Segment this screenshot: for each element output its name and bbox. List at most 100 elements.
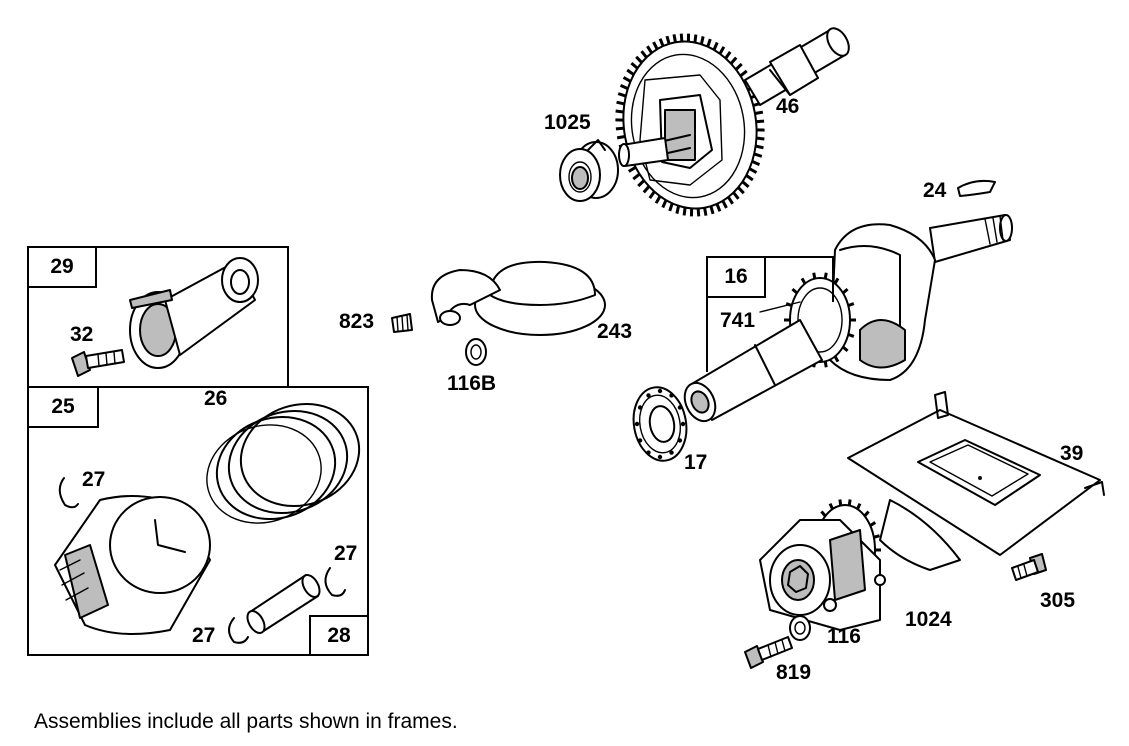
gear-tooth xyxy=(675,205,681,214)
frame-number-25: 25 xyxy=(51,395,75,418)
bearing-ball xyxy=(677,438,683,443)
gear-tooth xyxy=(873,534,880,539)
crankshaft-drawing xyxy=(683,214,1013,423)
part-label-32: 32 xyxy=(70,323,94,346)
part-label-24: 24 xyxy=(923,179,947,202)
governor-drawing xyxy=(391,260,606,366)
gear-tooth xyxy=(679,33,684,42)
gear-tooth xyxy=(665,35,671,45)
gear-tooth xyxy=(672,34,677,43)
gear-tooth xyxy=(727,196,734,205)
part-label-1024: 1024 xyxy=(905,608,952,631)
oil-pump-drawing xyxy=(744,499,1047,669)
gear-tooth xyxy=(842,345,849,353)
gear-tooth xyxy=(741,180,750,189)
part-label-26: 26 xyxy=(204,387,228,410)
gear-tooth xyxy=(661,199,668,209)
gear-tooth xyxy=(617,92,627,98)
frame-tag-25: 25 xyxy=(27,386,99,428)
gear-tooth xyxy=(718,46,726,55)
gear-tooth xyxy=(823,361,828,368)
part-label-823: 823 xyxy=(339,310,375,333)
leader-line-741 xyxy=(759,301,801,313)
gear-tooth xyxy=(721,200,728,209)
bearing-ball xyxy=(646,393,651,398)
part-label-27-b: 27 xyxy=(334,542,358,565)
frame-number-29: 29 xyxy=(50,255,74,278)
gear-tooth xyxy=(753,152,763,158)
piston-drawing xyxy=(54,402,361,644)
bearing-drawing xyxy=(632,386,688,462)
part-label-116: 116 xyxy=(827,625,861,648)
gear-tooth xyxy=(615,126,625,131)
gear-tooth xyxy=(734,62,743,71)
bearing-ball xyxy=(634,421,640,427)
gear-tooth xyxy=(658,38,665,47)
gear-tooth xyxy=(622,76,632,83)
gear-tooth xyxy=(833,355,840,363)
gear-tooth xyxy=(615,109,624,114)
gear-tooth xyxy=(755,144,764,150)
gear-tooth xyxy=(748,167,758,174)
woodruff-key-drawing xyxy=(957,179,996,197)
gear-tooth xyxy=(739,69,748,78)
gear-tooth xyxy=(724,50,732,60)
gear-tooth xyxy=(847,332,855,338)
gear-tooth xyxy=(755,119,765,124)
gear-tooth xyxy=(668,202,674,212)
frame-25 xyxy=(27,386,369,656)
part-label-46: 46 xyxy=(776,95,800,118)
gear-tooth xyxy=(823,272,828,279)
gear-tooth xyxy=(706,38,712,48)
part-label-27-c: 27 xyxy=(192,624,216,647)
gear-tooth xyxy=(751,160,761,167)
assembly-footnote: Assemblies include all parts shown in fr… xyxy=(34,710,458,733)
gear-tooth xyxy=(693,34,698,43)
gear-tooth xyxy=(648,190,656,200)
frame-16-side xyxy=(706,300,708,372)
part-label-819: 819 xyxy=(776,661,812,684)
frame-tag-29: 29 xyxy=(27,246,97,288)
gear-tooth xyxy=(682,207,687,216)
gear-tooth xyxy=(729,56,738,65)
part-label-17: 17 xyxy=(684,451,708,474)
gear-tooth xyxy=(709,205,715,215)
part-1025-drawing xyxy=(559,139,619,202)
frame-tag-28: 28 xyxy=(309,615,369,656)
gear-tooth xyxy=(756,136,765,141)
gear-tooth xyxy=(640,50,648,59)
part-label-1025: 1025 xyxy=(544,111,591,134)
gear-tooth xyxy=(732,191,740,200)
gear-tooth xyxy=(791,287,798,295)
bearing-ball xyxy=(637,405,643,410)
bearing-ball xyxy=(657,454,663,460)
part-label-305: 305 xyxy=(1040,589,1076,612)
gear-tooth xyxy=(745,174,754,182)
gear-tooth xyxy=(737,186,745,195)
gear-tooth xyxy=(703,207,708,216)
gear-tooth xyxy=(642,185,651,194)
gear-tooth xyxy=(654,195,662,204)
gear-tooth xyxy=(619,83,629,90)
gear-tooth xyxy=(856,502,862,510)
gear-tooth xyxy=(699,36,705,45)
bearing-ball xyxy=(646,450,651,455)
gear-tooth xyxy=(627,165,637,173)
bearing-ball xyxy=(677,405,683,410)
gear-tooth xyxy=(646,45,653,54)
gear-tooth xyxy=(616,134,626,140)
part-label-27-a: 27 xyxy=(82,468,106,491)
gear-tooth xyxy=(833,277,840,285)
bearing-ball xyxy=(680,421,686,427)
bearing-ball xyxy=(669,393,674,398)
connecting-rod-drawing xyxy=(71,257,259,377)
gear-tooth xyxy=(626,68,635,76)
gear-tooth xyxy=(838,499,843,506)
gear-tooth xyxy=(652,41,659,50)
part-label-741: 741 xyxy=(720,309,756,332)
camshaft-drawing xyxy=(615,27,850,217)
gear-tooth xyxy=(869,521,877,527)
bearing-ball xyxy=(669,450,674,455)
part-label-116B: 116B xyxy=(447,372,497,395)
